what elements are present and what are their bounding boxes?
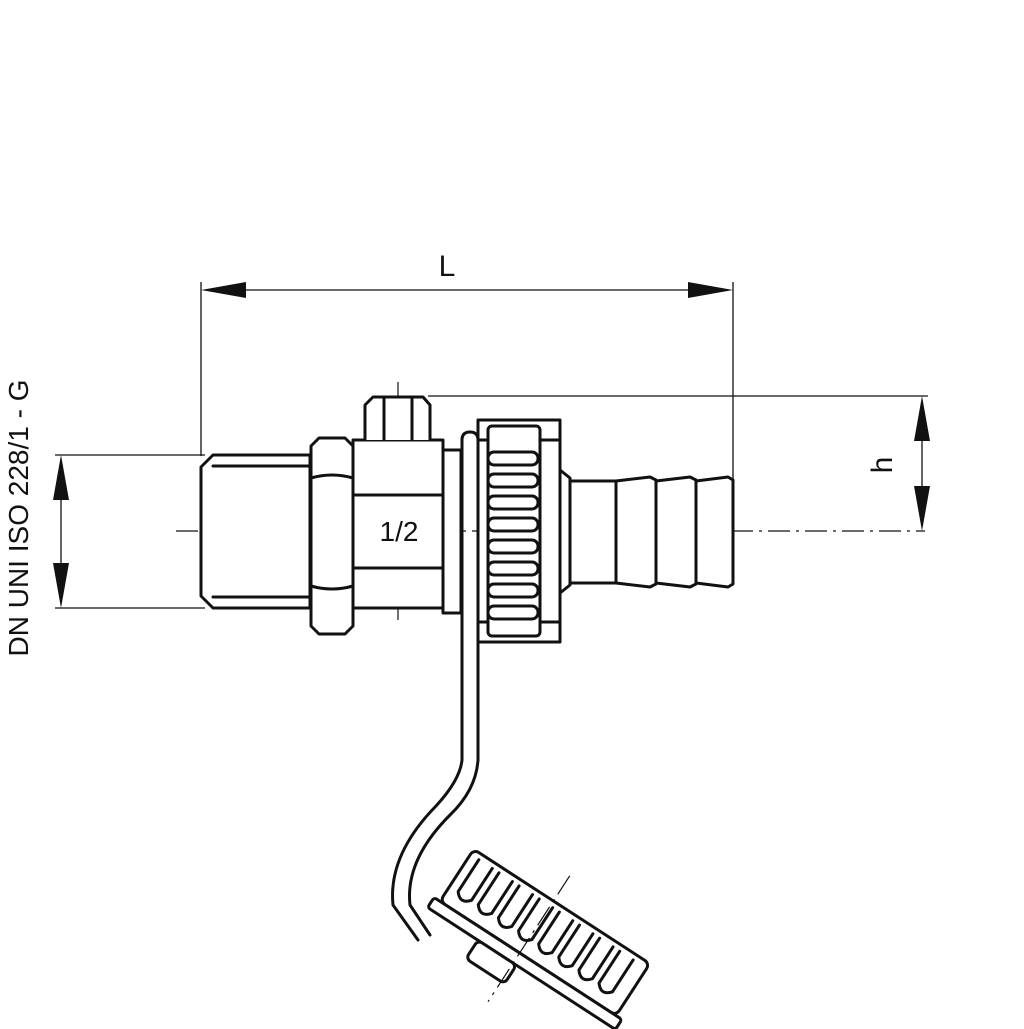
knurl-groove xyxy=(486,538,540,555)
hose-barb xyxy=(558,468,735,595)
knurl-groove xyxy=(486,604,540,621)
arrowhead-down xyxy=(914,486,930,531)
arrowhead-thread-up xyxy=(53,455,69,500)
thread-standard-label: DN UNI ISO 228/1 - G xyxy=(3,380,34,657)
valve-body xyxy=(351,438,463,615)
arrowhead-up xyxy=(914,396,930,441)
cap-rib xyxy=(476,871,514,916)
cap-rib xyxy=(496,884,535,929)
knurl-grooves xyxy=(486,450,540,621)
arrowhead-left xyxy=(201,282,246,298)
dimension-thread: DN UNI ISO 228/1 - G xyxy=(3,380,205,657)
knurl-groove xyxy=(486,582,540,599)
hex-nut xyxy=(309,436,355,636)
threaded-end xyxy=(199,453,312,610)
cap-rib xyxy=(577,936,615,982)
cap-rib xyxy=(517,897,555,943)
arrowhead-right xyxy=(688,282,733,298)
length-label: L xyxy=(439,250,456,283)
dimension-height: h xyxy=(428,395,930,531)
knurl-groove xyxy=(486,560,540,577)
cap-strap xyxy=(391,430,480,942)
knurl-groove xyxy=(486,450,540,467)
knurl-groove xyxy=(486,516,540,533)
hanging-cap xyxy=(427,850,650,1029)
arrowhead-thread-down xyxy=(53,563,69,608)
cap-rib xyxy=(597,949,635,995)
knurl-groove xyxy=(486,494,540,511)
size-label: 1/2 xyxy=(380,516,419,547)
knurl-groove xyxy=(486,472,540,489)
vent-screw xyxy=(363,395,432,442)
dimension-length: L xyxy=(200,250,734,482)
height-label: h xyxy=(866,457,899,474)
cap-rib xyxy=(537,910,575,956)
cap-rib xyxy=(557,923,595,969)
cap-rib xyxy=(456,858,494,903)
